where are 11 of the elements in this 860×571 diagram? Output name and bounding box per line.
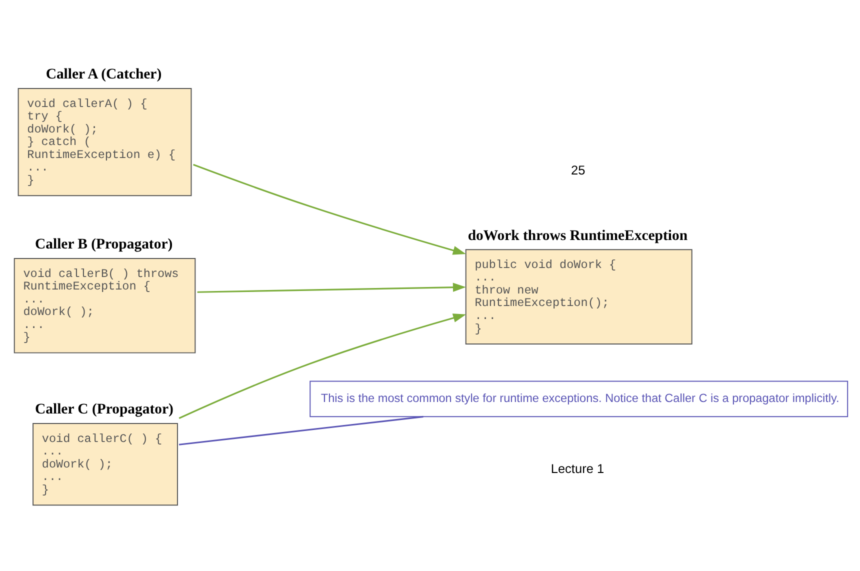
- label: 25: [571, 162, 586, 178]
- node-label: Caller B (Propagator): [35, 236, 173, 253]
- node-label: doWork throws RuntimeException: [468, 228, 688, 244]
- connector: [178, 416, 424, 446]
- arrow: [197, 282, 466, 293]
- node-label: Caller A (Catcher): [46, 66, 162, 83]
- node-label: Caller C (Propagator): [35, 402, 174, 418]
- node-box: This is the most common style for runtime exceptions. Notice that Caller C is a propagator implicitly.: [310, 380, 848, 418]
- arrow: [178, 314, 466, 419]
- label: Lecture 1: [550, 461, 604, 476]
- arrow: [193, 164, 466, 255]
